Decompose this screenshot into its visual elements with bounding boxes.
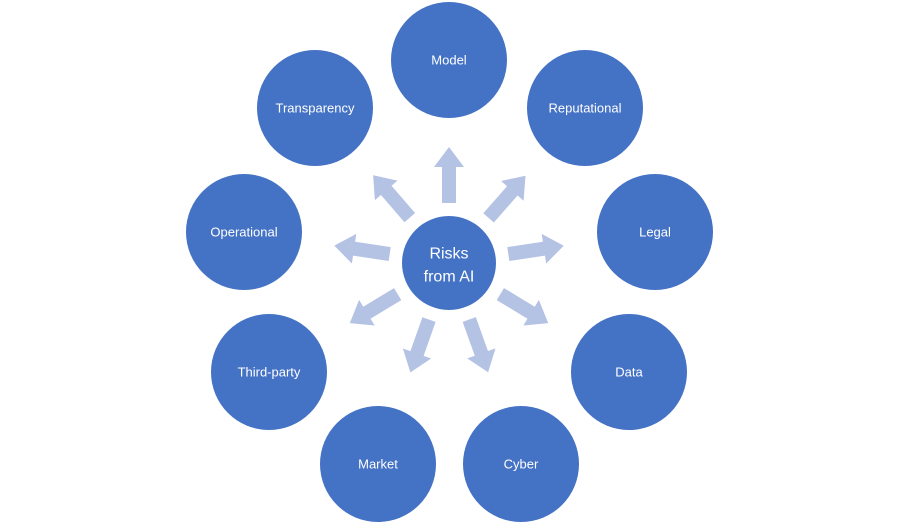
node-circle-data (571, 314, 687, 430)
node-label-cyber: Cyber (504, 457, 539, 472)
arrow-to-legal (507, 233, 564, 264)
node-label-operational: Operational (210, 225, 277, 240)
node-legal: Legal (597, 174, 713, 290)
arrow-to-reputational (483, 175, 526, 223)
arrows-layer (334, 147, 564, 373)
center-label-line-2: from AI (424, 269, 475, 286)
node-circle-cyber (463, 406, 579, 522)
node-market: Market (320, 406, 436, 522)
node-circle-transparency (257, 50, 373, 166)
node-label-legal: Legal (639, 225, 671, 240)
arrow-to-model (434, 147, 464, 203)
arrow-to-operational (334, 233, 391, 264)
node-operational: Operational (186, 174, 302, 290)
node-reputational: Reputational (527, 50, 643, 166)
node-model: Model (391, 2, 507, 118)
node-data: Data (571, 314, 687, 430)
node-circle-operational (186, 174, 302, 290)
arrow-to-market (402, 317, 436, 373)
center-label-line-1: Risks (429, 246, 468, 263)
arrow-to-third-party (349, 288, 402, 326)
node-circle-reputational (527, 50, 643, 166)
node-label-market: Market (358, 457, 398, 472)
node-label-model: Model (431, 53, 467, 68)
node-label-data: Data (615, 365, 643, 380)
node-circle-model (391, 2, 507, 118)
node-label-transparency: Transparency (276, 101, 355, 116)
node-label-reputational: Reputational (549, 101, 622, 116)
center-node: Risks from AI (402, 216, 496, 310)
node-circle-legal (597, 174, 713, 290)
arrow-to-cyber (462, 317, 496, 373)
arrow-to-transparency (373, 175, 416, 223)
node-label-third-party: Third-party (238, 365, 301, 380)
node-circle-third-party (211, 314, 327, 430)
node-circle-market (320, 406, 436, 522)
center-circle (402, 216, 496, 310)
node-third-party: Third-party (211, 314, 327, 430)
node-cyber: Cyber (463, 406, 579, 522)
arrow-to-data (496, 288, 549, 326)
node-transparency: Transparency (257, 50, 373, 166)
